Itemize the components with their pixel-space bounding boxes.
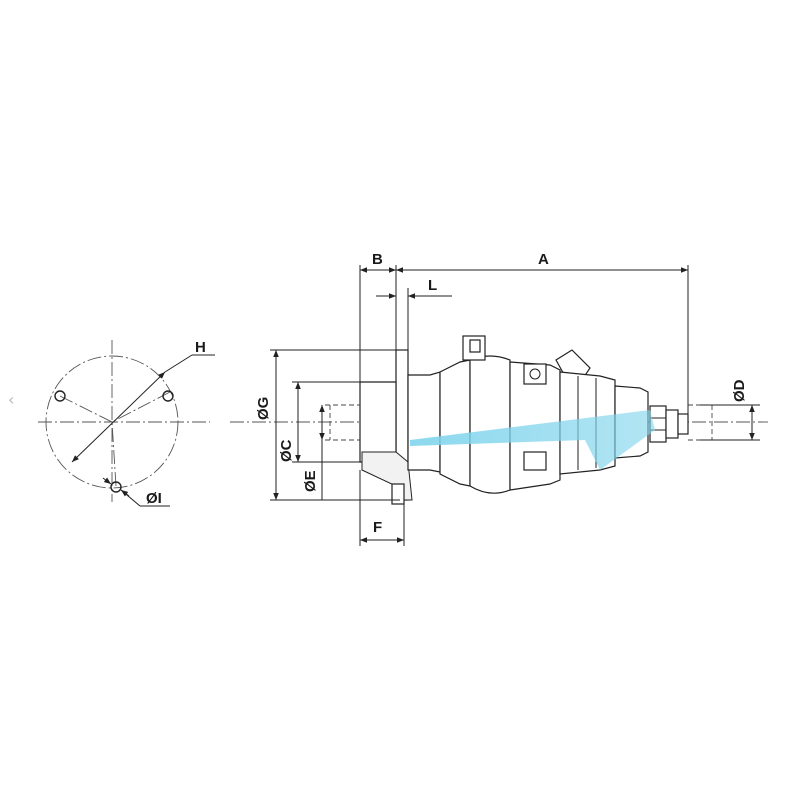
clamp-band	[469, 355, 511, 494]
dim-e-label: ØE	[302, 470, 319, 492]
housing-front	[439, 359, 471, 487]
hole-axis-3	[111, 421, 117, 487]
prev-arrow-icon[interactable]: ‹	[8, 390, 14, 409]
bolt-hole-3	[110, 481, 122, 493]
dim-l-label: L	[428, 277, 437, 294]
flange-hub	[359, 381, 397, 463]
h-dimension-line	[71, 371, 166, 463]
front-view: H ØI	[38, 339, 215, 507]
dim-i-label: ØI	[146, 490, 162, 507]
stud-hidden	[688, 404, 713, 441]
flange-stud	[391, 483, 405, 505]
dim-h-label: H	[195, 339, 206, 356]
clamp-tab-top-inner	[469, 339, 481, 353]
neck	[407, 371, 441, 473]
dim-d-label: ØD	[731, 379, 748, 402]
bolt-hole-2	[162, 390, 174, 402]
dim-g-label: ØG	[255, 397, 272, 420]
h-leader	[164, 354, 193, 373]
port-boss-2	[523, 451, 547, 471]
bolt-hole-1	[54, 390, 66, 402]
dim-b-label: B	[372, 251, 383, 268]
threaded-stud	[677, 413, 689, 435]
dim-a-label: A	[538, 251, 549, 268]
dim-c-label: ØC	[278, 439, 295, 462]
highlight-beam	[410, 410, 655, 470]
dim-f-label: F	[373, 519, 382, 536]
port-boss-1	[523, 363, 547, 385]
i-arrow-1	[102, 477, 112, 485]
hole-axis-1	[59, 395, 113, 423]
release-nut-2	[665, 409, 679, 439]
hole-axis-2	[111, 391, 171, 423]
i-leader	[120, 489, 141, 507]
pushrod-hidden	[325, 404, 360, 441]
port-1	[529, 368, 541, 380]
side-view: A B L ØG ØC ØE F ØD	[230, 251, 768, 546]
